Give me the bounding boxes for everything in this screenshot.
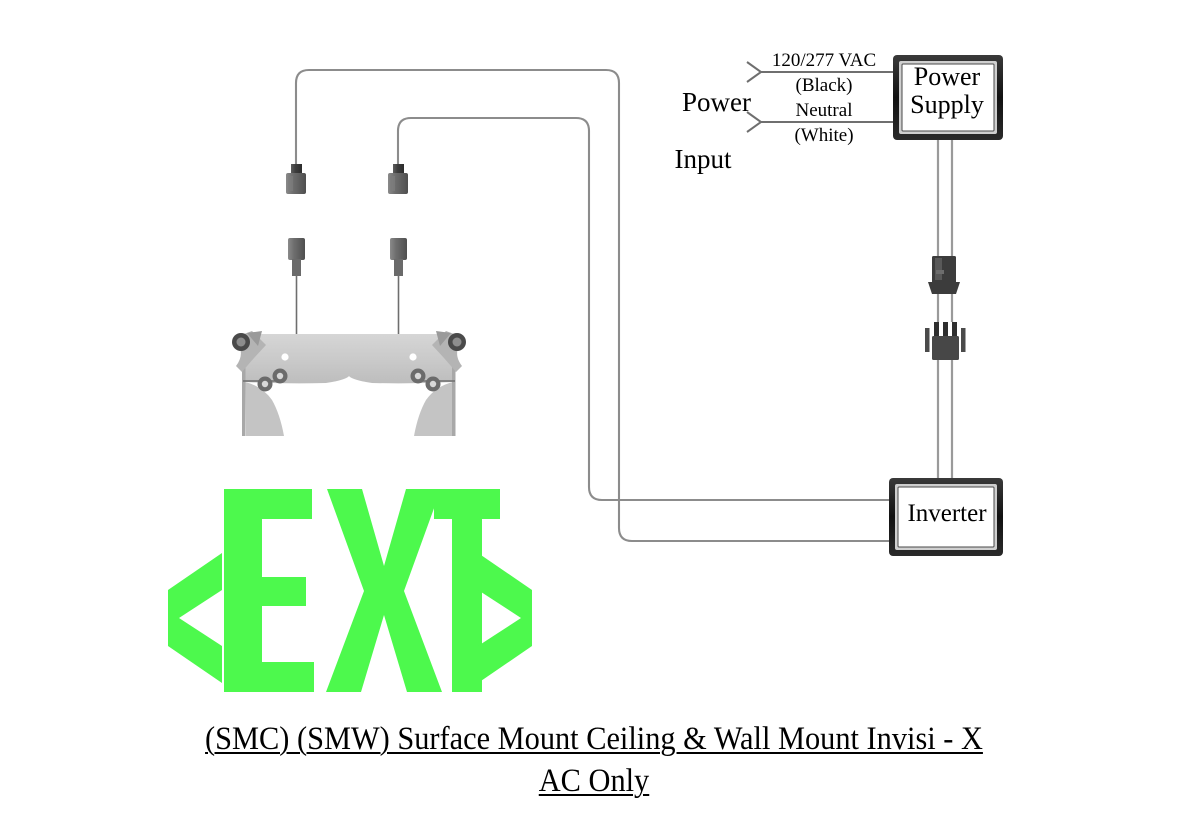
bracket-screw-left [232, 331, 266, 372]
power-input-label: Power Input [655, 60, 752, 230]
exit-letter-t [434, 489, 500, 692]
hot-arrowhead [746, 61, 763, 83]
neutral-wire-color-label: (White) [794, 125, 854, 146]
dc-wire-pair [936, 140, 954, 478]
caption-line-2: AC Only [538, 763, 650, 800]
spade-terminal-male-right [390, 238, 407, 334]
exit-sign-graphic [168, 489, 532, 692]
power-supply-label: Power Supply [898, 62, 996, 120]
spade-terminal-male-left [288, 238, 305, 334]
bracket-grommets-right [410, 368, 441, 392]
neutral-arrowhead [746, 111, 763, 133]
power-input-label-line2: Input [674, 144, 732, 175]
power-supply-box [893, 55, 1003, 140]
wire-path-inner [396, 116, 889, 502]
exit-left-chevron [168, 553, 222, 683]
power-supply-label-line2: Supply [910, 90, 984, 120]
exit-letter-x [326, 489, 442, 692]
power-input-label-line1: Power [682, 87, 751, 118]
diagram-caption: (SMC) (SMW) Surface Mount Ceiling & Wall… [0, 718, 1188, 802]
wire-harness-left [294, 68, 889, 543]
inverter-label: Inverter [907, 500, 987, 527]
hot-wire-color-label: (Black) [795, 75, 853, 96]
caption-line-1: (SMC) (SMW) Surface Mount Ceiling & Wall… [205, 721, 983, 757]
spade-terminal-female-left [286, 164, 306, 194]
hot-wire-voltage-label: 120/277 VAC [771, 50, 877, 71]
spade-terminal-female-right [388, 164, 408, 194]
inline-plug-connector [928, 256, 960, 294]
mounting-bracket [232, 331, 466, 436]
wire-path-outer [294, 68, 889, 543]
bracket-grommets-left [257, 368, 288, 392]
exit-right-chevron [478, 553, 532, 683]
exit-letter-e [224, 489, 314, 692]
inverter-box [889, 478, 1003, 556]
power-supply-label-line1: Power [913, 62, 981, 91]
bracket-screw-right [432, 331, 466, 372]
multi-pin-connector [925, 322, 966, 360]
neutral-wire-name-label: Neutral [795, 100, 853, 121]
power-input-lines [746, 61, 895, 133]
